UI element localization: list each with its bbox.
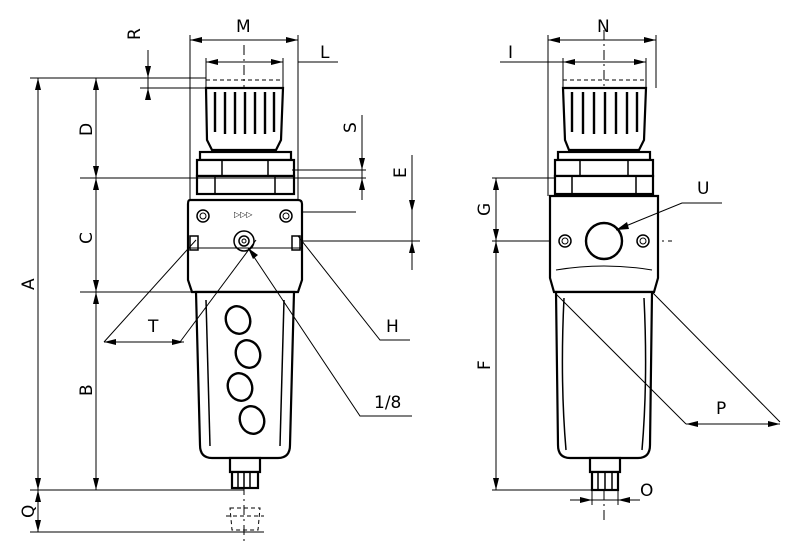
side-regulator-knob	[561, 79, 648, 152]
label-C: C	[77, 232, 97, 244]
label-T: T	[147, 317, 159, 337]
regulator-knob	[204, 79, 285, 152]
side-view	[492, 30, 781, 520]
label-U: U	[697, 179, 709, 199]
label-I: I	[508, 43, 513, 63]
dimension-labels: M L N I R D C B A Q S E G F T H 1/8 U P …	[19, 17, 726, 518]
side-valve-body	[548, 194, 660, 294]
label-H: H	[386, 317, 399, 337]
label-O: O	[640, 481, 653, 501]
label-S: S	[341, 122, 361, 133]
label-L: L	[320, 43, 330, 63]
label-port: 1/8	[374, 393, 401, 413]
label-A: A	[19, 278, 39, 290]
valve-body: ▷▷▷	[186, 198, 304, 294]
side-filter-bowl	[554, 290, 654, 460]
label-P: P	[716, 399, 726, 419]
drain-valve	[226, 456, 264, 531]
label-D: D	[77, 123, 97, 136]
side-drain-valve	[588, 456, 622, 492]
ring-nut	[195, 150, 296, 196]
label-M: M	[236, 17, 251, 37]
label-E: E	[391, 167, 411, 178]
label-B: B	[77, 384, 97, 396]
front-view: ▷▷▷	[30, 35, 420, 545]
label-N: N	[597, 17, 610, 37]
filter-bowl	[194, 290, 296, 460]
label-R: R	[125, 28, 145, 40]
svg-text:▷▷▷: ▷▷▷	[234, 210, 253, 219]
label-Q: Q	[19, 505, 39, 518]
label-F: F	[475, 360, 495, 370]
side-ring-nut	[553, 150, 655, 196]
label-G: G	[475, 203, 495, 216]
